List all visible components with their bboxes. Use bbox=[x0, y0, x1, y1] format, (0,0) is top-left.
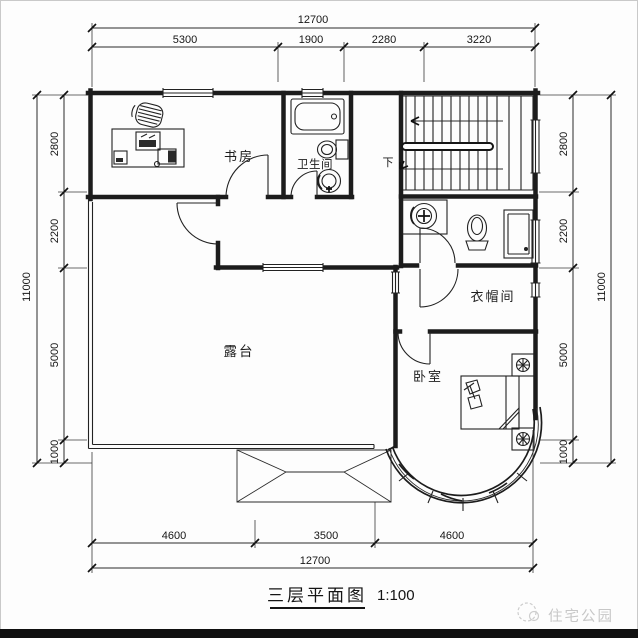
room-label-study: 书房 bbox=[224, 149, 254, 164]
desk-chair-small bbox=[157, 148, 177, 165]
room-label-bathroom: 卫生间 bbox=[297, 157, 333, 171]
drawing-scale: 1:100 bbox=[377, 587, 415, 604]
cabinet-wc bbox=[503, 209, 534, 259]
dim-left-seg-1: 2800 bbox=[49, 132, 61, 156]
curved-bay-window bbox=[385, 406, 543, 511]
desk-tower bbox=[113, 150, 128, 165]
dim-bottom-seg-3: 4600 bbox=[440, 530, 464, 542]
dimension-bottom: 4600 3500 4600 12700 bbox=[87, 430, 538, 573]
dim-left-overall: 11000 bbox=[21, 272, 33, 302]
door-cloakroom bbox=[419, 268, 459, 308]
title-block: 三层平面图 1:100 bbox=[267, 586, 415, 609]
dim-top-seg-3: 2280 bbox=[372, 34, 396, 46]
dimension-left: 11000 2800 2200 5000 1000 bbox=[21, 90, 92, 468]
stair-arrowhead-lower bbox=[399, 160, 409, 170]
dim-left-seg-2: 2200 bbox=[49, 219, 61, 243]
door-wc bbox=[419, 227, 456, 264]
terrace-railing bbox=[87, 199, 375, 450]
stair-arrowhead-upper bbox=[410, 116, 420, 126]
stair-direction-line bbox=[400, 120, 503, 170]
double-bed bbox=[460, 375, 520, 430]
dim-left-seg-3: 5000 bbox=[49, 343, 61, 367]
window-study-top bbox=[162, 88, 214, 98]
dim-right-seg-3: 5000 bbox=[558, 343, 570, 367]
window-stairwell-right bbox=[530, 119, 541, 174]
washbasin-bathroom bbox=[316, 168, 342, 194]
windows bbox=[162, 88, 541, 298]
watermark-sun-logo bbox=[517, 602, 540, 622]
desk-monitor bbox=[135, 131, 161, 151]
dim-top-seg-1: 5300 bbox=[173, 34, 197, 46]
room-label-terrace: 露台 bbox=[224, 344, 255, 359]
toilet-bathroom bbox=[316, 139, 349, 160]
room-label-cloakroom: 衣帽间 bbox=[470, 289, 515, 304]
study-desk-set bbox=[111, 102, 185, 168]
footer-bar bbox=[0, 629, 638, 638]
nightstand-bottom bbox=[511, 427, 535, 451]
wc-fixtures bbox=[401, 199, 534, 259]
bathtub bbox=[290, 98, 345, 135]
bed-blanket-fold bbox=[497, 406, 520, 430]
nightstand-top bbox=[511, 353, 535, 377]
window-hall-south bbox=[262, 263, 324, 272]
dim-right-seg-1: 2800 bbox=[558, 132, 570, 156]
stair-handrail bbox=[401, 142, 494, 151]
staircase: 下 bbox=[383, 95, 534, 191]
bed-pillows bbox=[465, 379, 483, 410]
dim-top-overall: 12700 bbox=[298, 14, 329, 26]
dim-top-seg-2: 1900 bbox=[299, 34, 323, 46]
bathroom-fixtures bbox=[290, 98, 349, 194]
stair-direction-label: 下 bbox=[383, 157, 394, 169]
dim-bottom-seg-1: 4600 bbox=[162, 530, 186, 542]
watermark-text: 住宅公园 bbox=[548, 608, 614, 625]
window-cloakroom-right bbox=[530, 282, 541, 298]
dim-top-seg-4: 3220 bbox=[467, 34, 491, 46]
office-chair bbox=[131, 102, 164, 128]
desk-monitor-screen bbox=[139, 140, 156, 147]
window-wc-right bbox=[530, 219, 541, 264]
room-label-bedroom: 卧室 bbox=[413, 369, 443, 384]
dimension-top: 12700 5300 1900 2280 3220 bbox=[87, 14, 540, 87]
door-terrace bbox=[176, 202, 219, 245]
drawing-title: 三层平面图 bbox=[267, 586, 367, 605]
door-bathroom bbox=[290, 170, 318, 198]
door-bedroom bbox=[397, 331, 431, 365]
doors bbox=[176, 154, 459, 365]
door-study bbox=[225, 154, 269, 198]
dim-bottom-overall: 12700 bbox=[300, 555, 331, 567]
roof-hatch bbox=[236, 449, 392, 503]
toilet-wc bbox=[465, 214, 489, 251]
window-bathroom-top bbox=[301, 88, 324, 98]
window-corridor-west bbox=[391, 271, 400, 294]
washbasin-wc bbox=[401, 199, 448, 235]
dim-right-seg-2: 2200 bbox=[558, 219, 570, 243]
dim-right-seg-4: 1000 bbox=[558, 440, 570, 464]
dim-right-overall: 11000 bbox=[596, 272, 608, 302]
dim-left-seg-4: 1000 bbox=[49, 440, 61, 464]
dim-bottom-seg-2: 3500 bbox=[314, 530, 338, 542]
bedroom-furniture bbox=[460, 353, 535, 451]
dimension-right: 11000 2800 2200 5000 1000 bbox=[539, 90, 616, 468]
watermark: 住宅公园 bbox=[517, 602, 614, 625]
